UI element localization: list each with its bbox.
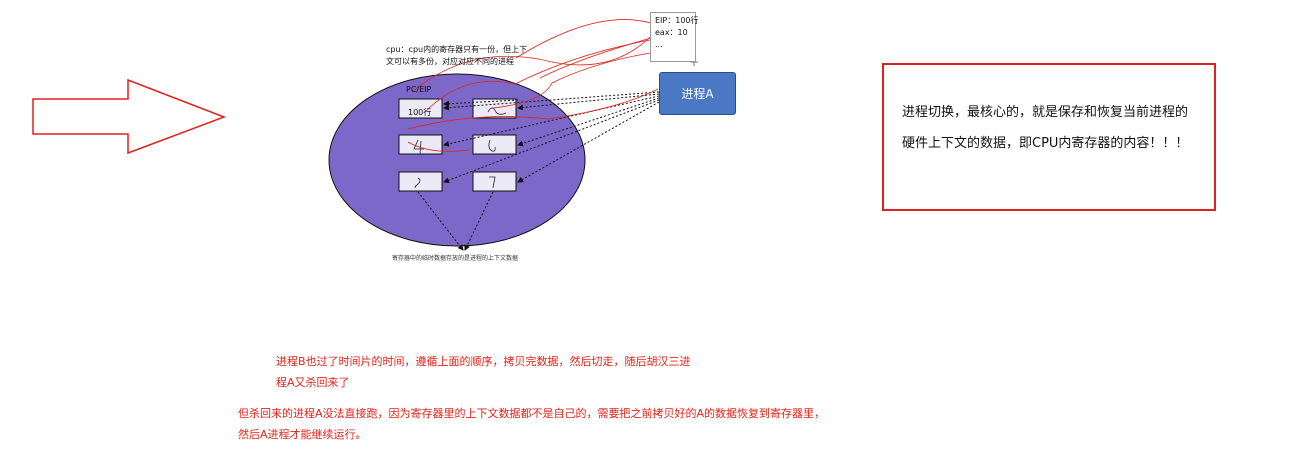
note-line: 程A又杀回来了 xyxy=(276,376,350,389)
handwriting-mark xyxy=(489,176,496,189)
process-a-box[interactable]: 进程A xyxy=(659,72,736,115)
handwriting-mark xyxy=(414,177,421,189)
pc-register-value: 100行 xyxy=(408,108,432,117)
popup-more: ... xyxy=(655,40,663,49)
popup-eax: eax：10 xyxy=(655,28,688,37)
process-a-label: 进程A xyxy=(681,87,714,101)
handwriting-mark xyxy=(488,139,496,152)
dotted-arrows xyxy=(417,91,660,251)
register-box xyxy=(398,98,443,119)
cpu-note-line: cpu：cpu内的寄存器只有一份，但上下 xyxy=(386,45,528,54)
note-paragraph-2: 但杀回来的进程A没法直接跑，因为寄存器里的上下文数据都不是自己的，需要把之前拷贝… xyxy=(238,403,825,445)
diagram-caption: 寄存器中的临时数据存放的是进程的上下文数据 xyxy=(392,255,519,262)
big-red-arrow xyxy=(32,78,227,155)
register-popup: EIP：100行 eax：10 ... xyxy=(650,12,699,62)
cpu-note-line: 文可以有多份，对应对应不同的进程 xyxy=(386,57,514,66)
summary-box: 进程切换，最核心的，就是保存和恢复当前进程的 硬件上下文的数据，即CPU内寄存器… xyxy=(882,63,1216,211)
cpu-note: cpu：cpu内的寄存器只有一份，但上下 文可以有多份，对应对应不同的进程 xyxy=(386,44,546,68)
note-line: 但杀回来的进程A没法直接跑，因为寄存器里的上下文数据都不是自己的，需要把之前拷贝… xyxy=(238,407,826,420)
red-annotation-lines xyxy=(407,19,691,152)
register-box xyxy=(472,98,517,119)
summary-line: 硬件上下文的数据，即CPU内寄存器的内容！！！ xyxy=(902,136,1189,151)
summary-line: 进程切换，最核心的，就是保存和恢复当前进程的 xyxy=(902,105,1189,120)
pc-eip-label: PC/EIP xyxy=(406,85,432,94)
cpu-ellipse xyxy=(328,73,586,247)
handwriting-mark xyxy=(487,107,507,115)
note-line: 然后A进程才能继续运行。 xyxy=(238,428,367,441)
note-paragraph-1: 进程B也过了时间片的时间，遵循上面的顺序，拷贝完数据，然后切走，随后胡汉三进 程… xyxy=(276,351,691,393)
note-line: 进程B也过了时间片的时间，遵循上面的顺序，拷贝完数据，然后切走，随后胡汉三进 xyxy=(276,355,691,368)
popup-eip: EIP：100行 xyxy=(655,16,699,25)
register-box xyxy=(472,134,517,155)
register-box xyxy=(398,171,443,192)
